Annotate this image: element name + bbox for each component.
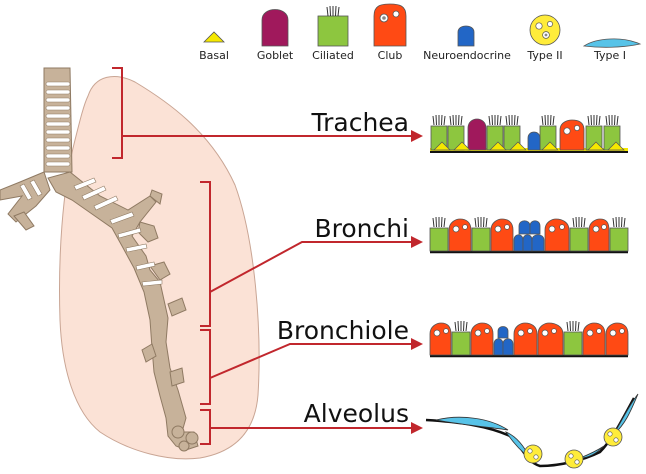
bronchi-bracket — [200, 181, 211, 327]
bronchi-arrow — [209, 236, 423, 293]
goblet-cell-icon — [261, 9, 289, 47]
club-cell-icon — [373, 3, 407, 47]
cell-type-legend: Basal Goblet Ciliated Club Neuroendocrin… — [199, 3, 642, 62]
trachea-bracket — [112, 67, 123, 159]
pointer-arrows — [122, 130, 423, 434]
bronchiole-bracket — [200, 329, 211, 405]
type-i-cell-icon — [582, 38, 642, 48]
legend-label-ciliated: Ciliated — [312, 49, 354, 62]
cartilage-rings — [19, 81, 163, 287]
basal-cell-icon — [203, 31, 225, 43]
airway-tree — [0, 67, 199, 452]
bronchiole-label: Bronchiole — [277, 316, 409, 345]
bronchi-epithelium — [429, 216, 629, 254]
legend-label-type-ii: Type II — [526, 49, 562, 62]
neuroendocrine-cell-icon — [457, 25, 475, 47]
bronchiole-arrow — [209, 338, 423, 379]
ciliated-cell-icon — [317, 5, 349, 47]
bronchiole-epithelium — [429, 320, 629, 358]
trachea-epithelium — [430, 114, 628, 153]
legend-label-neuroendocrine: Neuroendocrine — [423, 49, 511, 62]
bronchi-label: Bronchi — [314, 214, 409, 243]
alveolus-label: Alveolus — [304, 399, 409, 428]
legend-label-goblet: Goblet — [257, 49, 294, 62]
type-ii-cell-icon — [529, 14, 561, 46]
trachea-label: Trachea — [311, 108, 410, 137]
legend-label-basal: Basal — [199, 49, 229, 62]
legend-label-type-i: Type I — [593, 49, 626, 62]
legend-label-club: Club — [378, 49, 403, 62]
alveolus-wall — [425, 393, 639, 469]
